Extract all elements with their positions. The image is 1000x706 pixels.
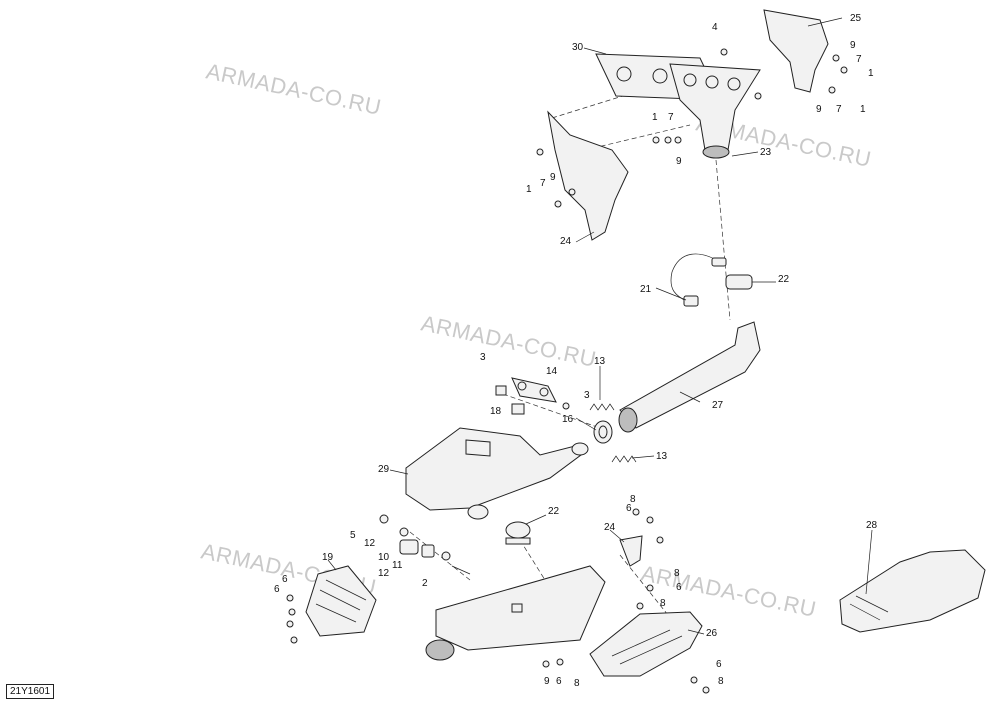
callout-1: 1 [526, 184, 532, 195]
heat-shield-bracket [547, 110, 629, 241]
callout-19: 19 [322, 552, 334, 563]
callout-13: 12 [378, 568, 390, 579]
callout-1: 1 [652, 112, 658, 123]
callout-9: 9 [850, 40, 856, 51]
muffler-body [405, 427, 589, 520]
callout-18: 18 [490, 406, 502, 417]
callout-10: 10 [378, 552, 390, 563]
sensor-boot [725, 274, 753, 290]
callouts: 25 4 30 9 7 1 9 7 1 1 7 9 23 9 7 1 24 22… [274, 13, 878, 689]
callout-8: 8 [630, 494, 636, 505]
watermark: ARMADA-CO.RU [419, 310, 599, 372]
callout-8: 8 [718, 676, 724, 687]
callout-6: 6 [556, 676, 562, 687]
callout-24: 24 [604, 522, 616, 533]
callout-12: 11 [392, 560, 403, 571]
rear-bracket [619, 535, 643, 567]
callout-16: 14 [546, 366, 558, 377]
callout-3: 3 [480, 352, 486, 363]
callout-26: 25 [850, 13, 862, 24]
springs [589, 403, 637, 463]
callout-1: 1 [860, 104, 866, 115]
muffler-assembly-variant [839, 549, 986, 633]
callout-6: 6 [626, 503, 632, 514]
callout-9: 9 [550, 172, 556, 183]
callout-6: 6 [274, 584, 280, 595]
callout-6: 6 [676, 582, 682, 593]
seal-ring [593, 420, 613, 444]
callout-9: 9 [816, 104, 822, 115]
callout-2: 2 [422, 578, 428, 589]
diagram-reference-code: 21Y1601 [6, 684, 55, 699]
callout-28: 28 [866, 520, 878, 531]
callout-13: 12 [364, 538, 376, 549]
callout-27: 27 [712, 400, 724, 411]
mounting-bracket [495, 377, 570, 415]
callout-4: 4 [712, 22, 718, 33]
grommets-and-spacers [379, 514, 471, 575]
callout-14: 16 [562, 414, 574, 425]
callout-20: 21 [640, 284, 652, 295]
callout-7: 7 [668, 112, 674, 123]
exhaust-manifold [669, 63, 761, 159]
heat-shield-lower [589, 611, 703, 677]
callout-8: 8 [674, 568, 680, 579]
leader-lines [327, 17, 873, 635]
fasteners [286, 48, 848, 694]
callout-6: 6 [716, 659, 722, 670]
callout-22: 22 [548, 506, 560, 517]
callout-11: 13 [594, 356, 606, 367]
callout-25: 26 [706, 628, 718, 639]
callout-30: 29 [378, 464, 390, 475]
callout-7: 7 [836, 104, 842, 115]
callout-1: 1 [868, 68, 874, 79]
callout-23: 24 [560, 236, 572, 247]
end-cap-left [305, 565, 377, 637]
callout-5: 5 [350, 530, 356, 541]
rear-muffler [425, 565, 606, 661]
exhaust-clamp [505, 521, 531, 545]
oxygen-sensor [670, 253, 727, 307]
heat-shield-upper [763, 9, 829, 93]
callout-9: 9 [676, 156, 682, 167]
callout-3: 3 [584, 390, 590, 401]
callout-7: 7 [856, 54, 862, 65]
watermarks: ARMADA-CO.RU ARMADA-CO.RU ARMADA-CO.RU A… [199, 58, 874, 622]
callout-6: 6 [282, 574, 288, 585]
callout-29: 30 [572, 42, 584, 53]
callout-21: 23 [760, 147, 772, 158]
callout-8: 8 [574, 678, 580, 689]
callout-22: 22 [778, 274, 790, 285]
callout-8: 8 [660, 598, 666, 609]
front-exhaust-pipe [618, 321, 761, 433]
watermark: ARMADA-CO.RU [204, 58, 384, 120]
callout-9: 9 [544, 676, 550, 687]
callout-11: 13 [656, 451, 668, 462]
callout-7: 7 [540, 178, 546, 189]
